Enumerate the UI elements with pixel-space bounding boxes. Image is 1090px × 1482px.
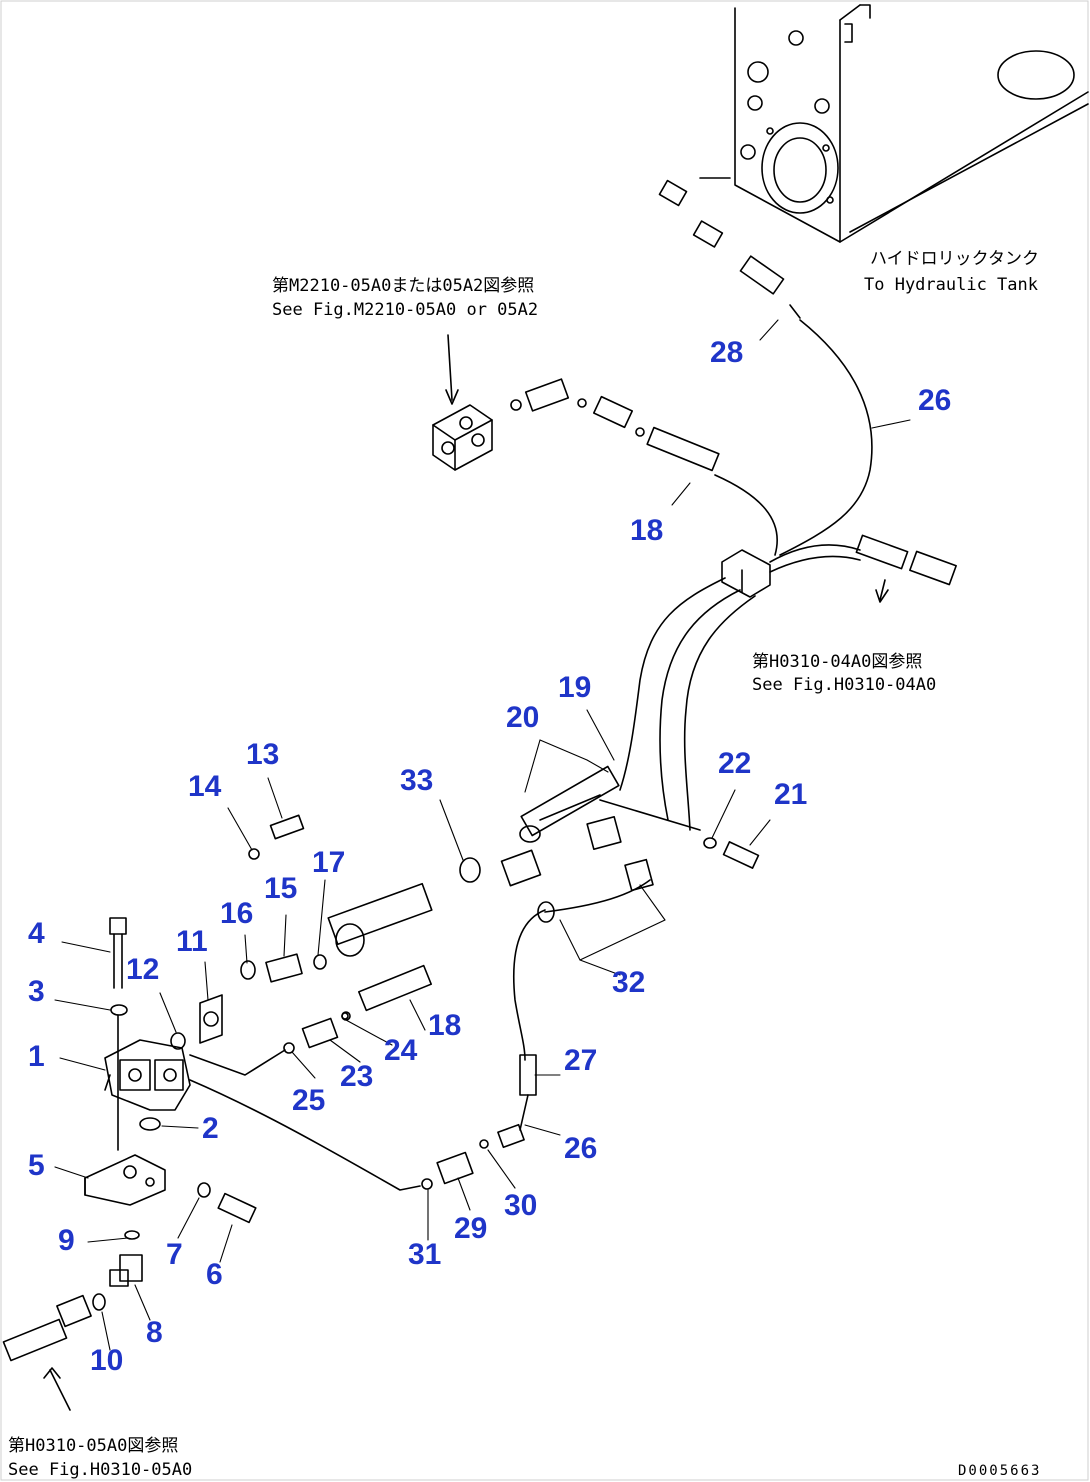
callout-19: 19 — [558, 671, 591, 704]
fittings-23-25 — [283, 1012, 349, 1054]
valve-block — [432, 334, 493, 471]
note-h0310-05-en: See Fig.H0310-05A0 — [8, 1460, 192, 1480]
callout-15: 15 — [264, 872, 297, 905]
lower-left-hose — [2, 1294, 92, 1411]
callout-12: 12 — [126, 953, 159, 986]
callout-7: 7 — [166, 1238, 183, 1271]
note-tank-en: To Hydraulic Tank — [864, 275, 1038, 295]
callout-22: 22 — [718, 747, 751, 780]
drawing-code: D0005663 — [958, 1463, 1041, 1479]
callout-9: 9 — [58, 1224, 75, 1257]
bracket-5 — [84, 1154, 166, 1206]
callout-13: 13 — [246, 738, 279, 771]
bolt-4-washer-3 — [109, 917, 128, 1151]
callout-1: 1 — [28, 1040, 45, 1073]
hose-26-lower — [512, 879, 651, 1131]
callout-10: 10 — [90, 1344, 123, 1377]
elbow-8 — [92, 1230, 143, 1311]
main-pipes — [619, 577, 756, 831]
callout-17: 17 — [312, 846, 345, 879]
callout-14: 14 — [188, 770, 222, 803]
note-m2210-jp: 第M2210-05A0または05A2図参照 — [272, 276, 534, 296]
callout-23: 23 — [340, 1060, 373, 1093]
fittings-13-17 — [240, 814, 327, 983]
callout-28: 28 — [710, 336, 743, 369]
pipe-clamps — [459, 765, 701, 892]
callout-18-upper: 18 — [630, 514, 663, 547]
callout-25: 25 — [292, 1084, 325, 1117]
callout-labels: 1 2 3 4 5 6 7 8 9 10 11 12 13 14 15 16 1… — [28, 336, 951, 1377]
callout-6: 6 — [206, 1258, 223, 1291]
callout-4: 4 — [28, 917, 45, 950]
note-h0310-04-jp: 第H0310-04A0図参照 — [752, 652, 922, 672]
callout-26-upper: 26 — [918, 384, 951, 417]
callout-2: 2 — [202, 1112, 219, 1145]
note-tank-jp: ハイドロリックタンク — [870, 249, 1039, 269]
tank-outlet-fittings — [658, 177, 801, 319]
callout-8: 8 — [146, 1316, 163, 1349]
pipe-18-lower — [327, 882, 433, 1021]
callout-27: 27 — [564, 1044, 597, 1077]
gasket-11 — [199, 994, 223, 1044]
callout-18-lower: 18 — [428, 1009, 461, 1042]
hydraulic-tank — [734, 4, 1089, 243]
fittings-29-31 — [421, 1123, 525, 1190]
callout-26-lower: 26 — [564, 1132, 597, 1165]
callout-30: 30 — [504, 1189, 537, 1222]
callout-33: 33 — [400, 764, 433, 797]
note-h0310-04-en: See Fig.H0310-04A0 — [752, 675, 936, 695]
note-m2210-en: See Fig.M2210-05A0 or 05A2 — [272, 300, 538, 320]
right-hose — [769, 534, 957, 603]
bolt-21-washer-22 — [703, 837, 760, 869]
callout-16: 16 — [220, 897, 253, 930]
leader-lines — [54, 319, 911, 1351]
callout-31: 31 — [408, 1238, 441, 1271]
callout-5: 5 — [28, 1149, 45, 1182]
callout-29: 29 — [454, 1212, 487, 1245]
callout-11: 11 — [176, 925, 208, 958]
callout-24: 24 — [384, 1034, 418, 1067]
callout-3: 3 — [28, 975, 45, 1008]
o-ring-2 — [139, 1117, 161, 1131]
hose-clamp-block — [721, 549, 771, 598]
callout-32: 32 — [612, 966, 645, 999]
bolt-6-washer-7 — [197, 1182, 257, 1224]
callout-21: 21 — [774, 778, 807, 811]
callout-20: 20 — [506, 701, 539, 734]
note-h0310-05-jp: 第H0310-05A0図参照 — [8, 1436, 178, 1456]
hose-18-upper — [714, 474, 778, 556]
hose-26-upper — [779, 319, 873, 556]
valve-pipes — [189, 1049, 421, 1191]
valve-block-fittings — [510, 378, 720, 472]
